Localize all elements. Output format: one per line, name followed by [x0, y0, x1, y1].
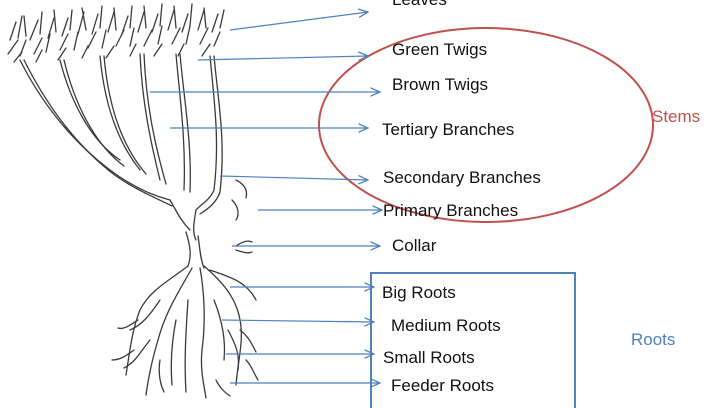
group-label-stems: Stems [652, 107, 700, 127]
pointer-arrows [150, 12, 382, 383]
branches [20, 54, 247, 240]
arrow-leaves [230, 12, 368, 30]
label-big-roots: Big Roots [382, 283, 456, 303]
group-label-roots: Roots [631, 330, 675, 350]
label-small-roots: Small Roots [383, 348, 475, 368]
label-primary-branches: Primary Branches [383, 201, 518, 221]
label-leaves: Leaves [392, 0, 447, 10]
plant-sketch [8, 4, 258, 398]
leaves-canopy [8, 4, 224, 62]
root-system [112, 266, 258, 398]
label-green-twigs: Green Twigs [392, 40, 487, 60]
arrow-medium-roots [222, 320, 374, 322]
label-collar: Collar [392, 236, 436, 256]
label-medium-roots: Medium Roots [391, 316, 501, 336]
label-secondary-branches: Secondary Branches [383, 168, 541, 188]
collar-stem [186, 232, 252, 268]
label-tertiary-branches: Tertiary Branches [382, 120, 514, 140]
arrow-green-twigs [198, 56, 368, 60]
label-brown-twigs: Brown Twigs [392, 75, 488, 95]
label-feeder-roots: Feeder Roots [391, 376, 494, 396]
